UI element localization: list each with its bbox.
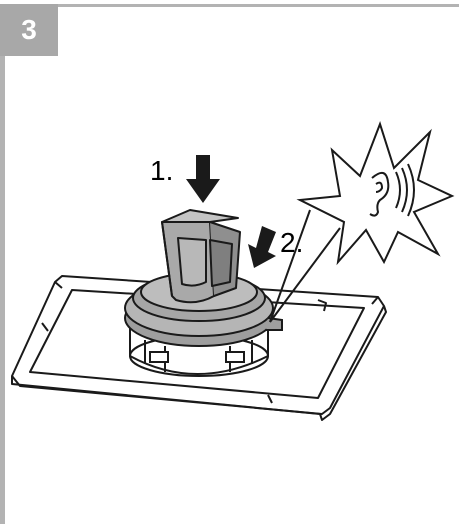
callout-step-2: 2. xyxy=(280,227,303,258)
fitting-knob xyxy=(161,209,241,304)
arrow-down-icon xyxy=(186,155,220,203)
step-number-badge: 3 xyxy=(0,4,58,56)
callout-step-1: 1. xyxy=(150,155,173,186)
press-arrow-icon xyxy=(248,226,276,268)
frame-top-border xyxy=(0,4,459,7)
ear-icon xyxy=(369,163,415,217)
frame-left-border xyxy=(0,4,5,524)
